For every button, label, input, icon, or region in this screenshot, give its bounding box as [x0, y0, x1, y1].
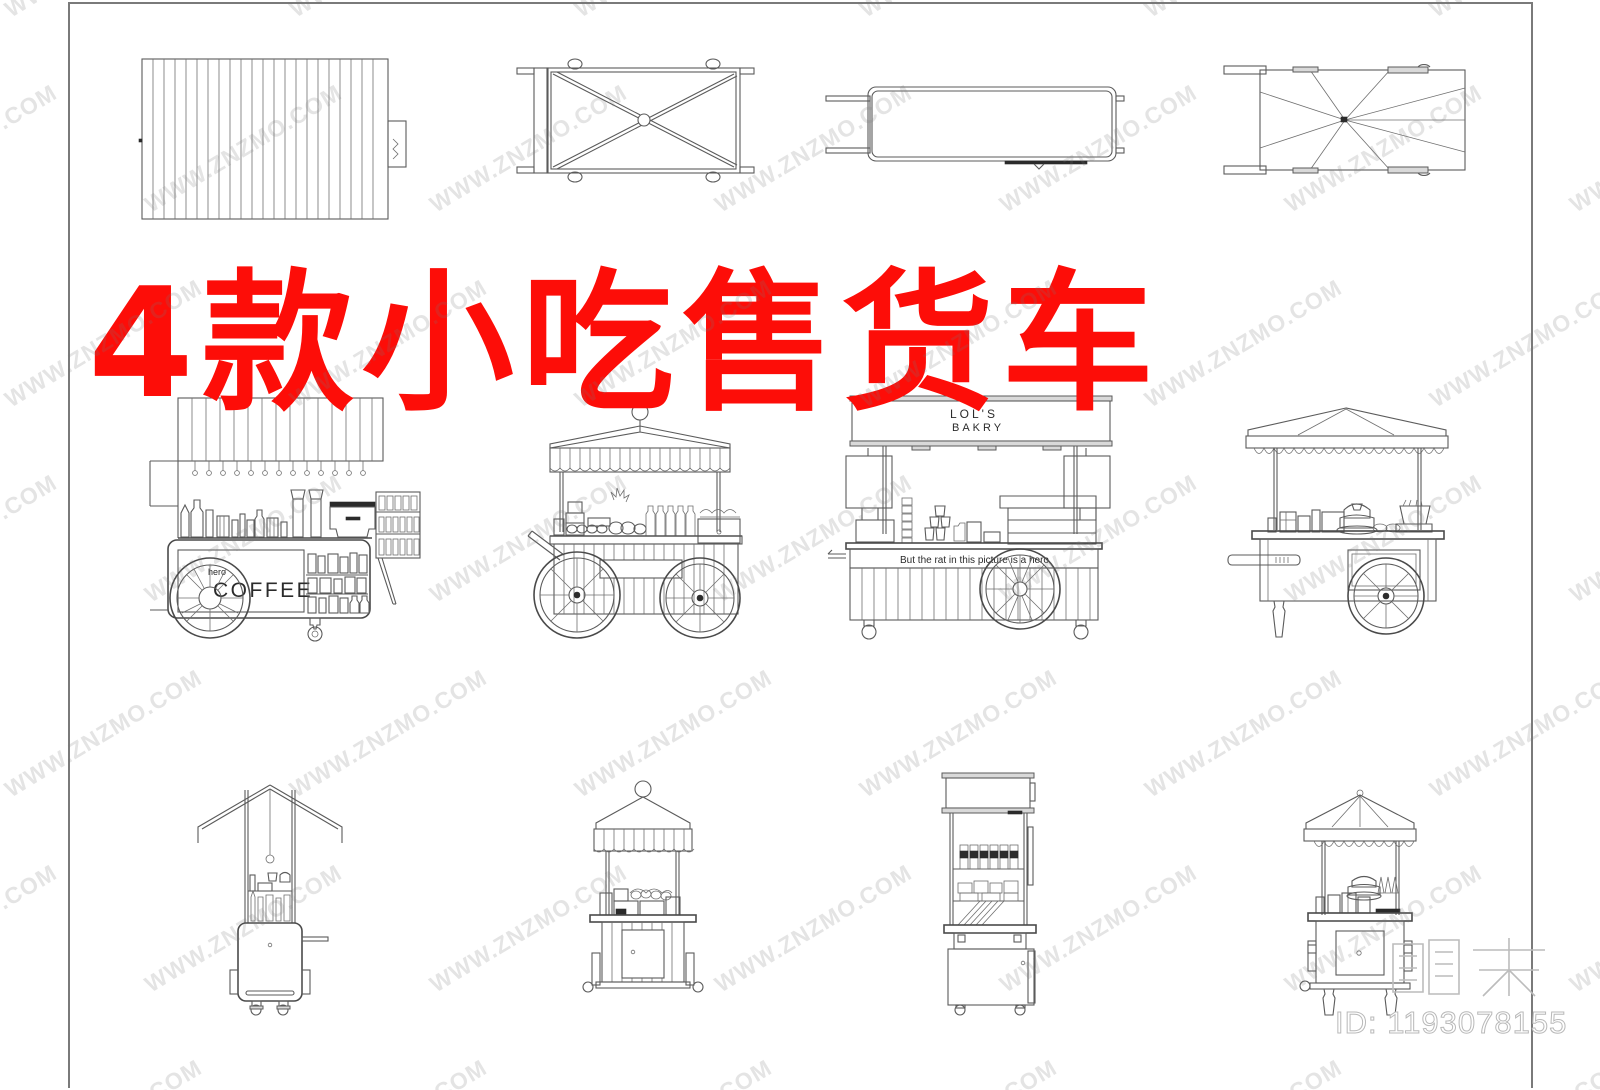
- elevation-scalloped-canopy: [1278, 765, 1448, 1016]
- page-title: 4款小吃售货车: [88, 255, 1162, 432]
- svg-text:COFFEE: COFFEE: [213, 579, 313, 602]
- watermark-text: WWW.ZNZMO.COM: [0, 859, 62, 998]
- watermark-text: WWW.ZNZMO.COM: [0, 469, 62, 608]
- watermark-text: WWW.ZNZMO.COM: [1565, 859, 1600, 998]
- svg-text:BAKRY: BAKRY: [952, 422, 1004, 434]
- zhimo-logo-icon: [1385, 930, 1555, 1010]
- sheet-border: [68, 2, 1533, 1088]
- cart-scalloped-canopy: [1227, 400, 1468, 640]
- watermark-text: WWW.ZNZMO.COM: [1565, 79, 1600, 218]
- elevation-produce-wagon: [558, 775, 728, 1005]
- watermark-text: WWW.ZNZMO.COM: [1565, 469, 1600, 608]
- cart-produce-wagon: [502, 382, 752, 642]
- elevation-lolas-bakery: [920, 765, 1060, 1016]
- svg-text:hero: hero: [208, 567, 226, 577]
- cart-hero-coffee: hero COFFEE: [149, 397, 421, 648]
- watermark-text: WWW.ZNZMO.COM: [0, 79, 62, 218]
- plan-rounded-counter: [820, 78, 1140, 188]
- svg-text:LOL'S: LOL'S: [950, 407, 998, 421]
- plan-slatted-roof: [138, 55, 420, 235]
- drawing-id-label: ID: 1193078155: [1334, 1005, 1568, 1041]
- svg-text:But the rat in this picture is: But the rat in this picture is a hero: [900, 555, 1049, 566]
- elevation-hero-coffee: [180, 765, 360, 1016]
- cart-lolas-bakery: LOL'S BAKRY: [827, 386, 1118, 646]
- plan-radial-canopy: [1210, 58, 1466, 188]
- plan-cross-braced: [505, 55, 755, 195]
